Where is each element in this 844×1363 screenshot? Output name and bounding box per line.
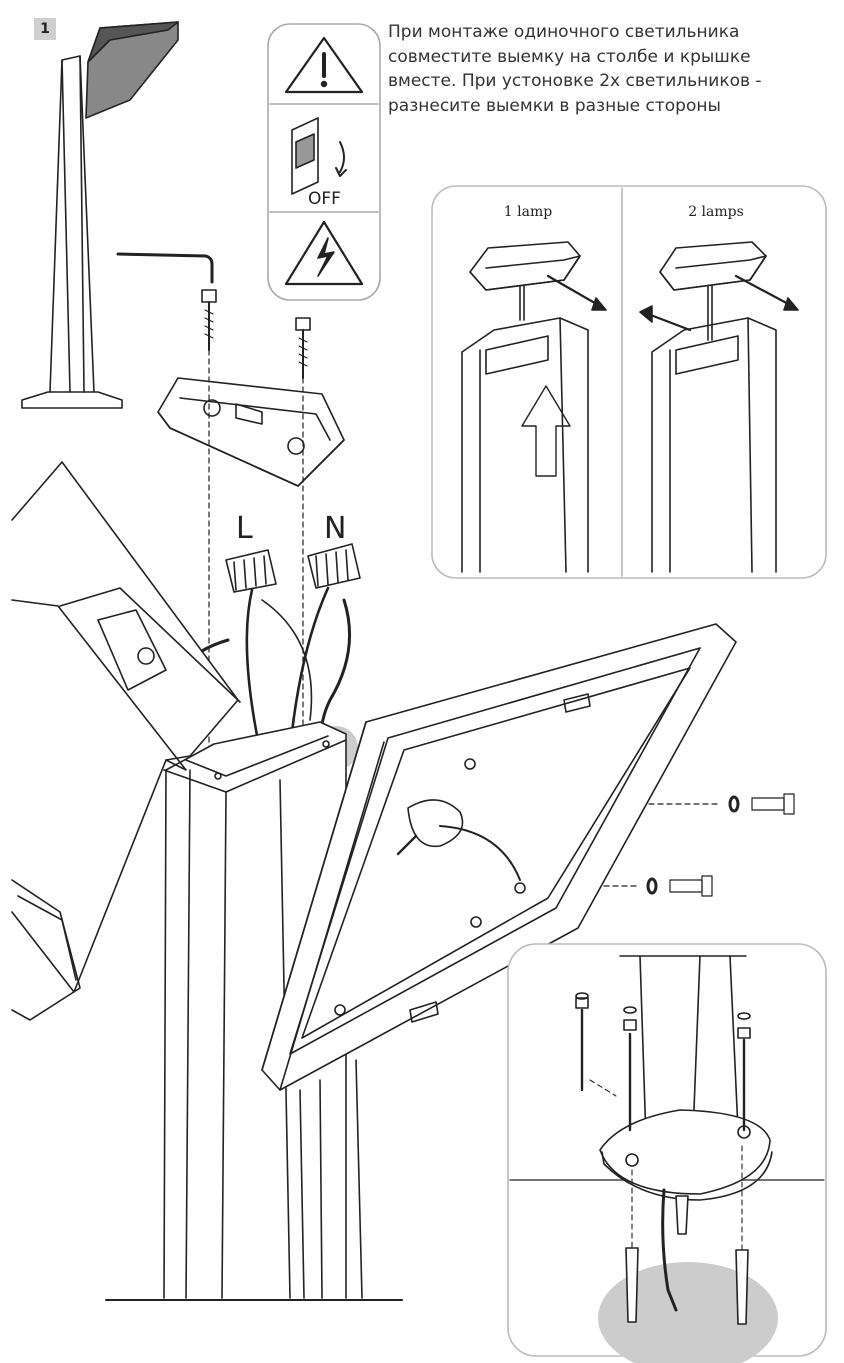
step-number-badge: 1 [34, 18, 56, 40]
warning-triangle-icon [284, 36, 364, 94]
left-lamp-head [11, 461, 241, 1021]
screw-right [295, 317, 311, 379]
instruction-text: При монтаже одиночного светильника совме… [388, 20, 838, 118]
power-switch-icon [291, 117, 347, 195]
washer-bolt-upper [728, 793, 795, 815]
base-mounting-panel [507, 943, 827, 1363]
instruction-line: вместе. При устоновке 2х светильников - [388, 71, 762, 91]
connector-N [307, 543, 361, 589]
connector-L [225, 549, 277, 593]
screw-left [201, 289, 217, 351]
safety-panel [267, 23, 381, 301]
single-lamp-diagram [461, 241, 607, 573]
instruction-line: разнесите выемки в разные стороны [388, 95, 721, 116]
electrical-hazard-icon [284, 220, 364, 286]
double-lamp-diagram [639, 241, 799, 573]
single-lamp-label: 1 lamp [504, 204, 552, 220]
variants-panel: 1 lamp 2 lamps [431, 185, 827, 579]
wall-plugs [625, 1195, 749, 1325]
washer-bolt-lower [646, 875, 713, 897]
double-lamp-label: 2 lamps [688, 204, 744, 220]
lamp-overview-illustration [21, 21, 179, 409]
wiring [172, 543, 361, 802]
cover-plate [157, 377, 345, 487]
instruction-line: При монтаже одиночного светильника [388, 22, 740, 42]
instruction-line: совместите выемку на столбе и крышке [388, 46, 751, 67]
off-label: OFF [308, 189, 341, 209]
anchor-bolts [575, 992, 751, 1132]
right-lamp-head [261, 623, 795, 1299]
hex-key [116, 252, 214, 284]
neutral-wire-label: N [324, 511, 346, 546]
live-wire-label: L [236, 511, 253, 546]
